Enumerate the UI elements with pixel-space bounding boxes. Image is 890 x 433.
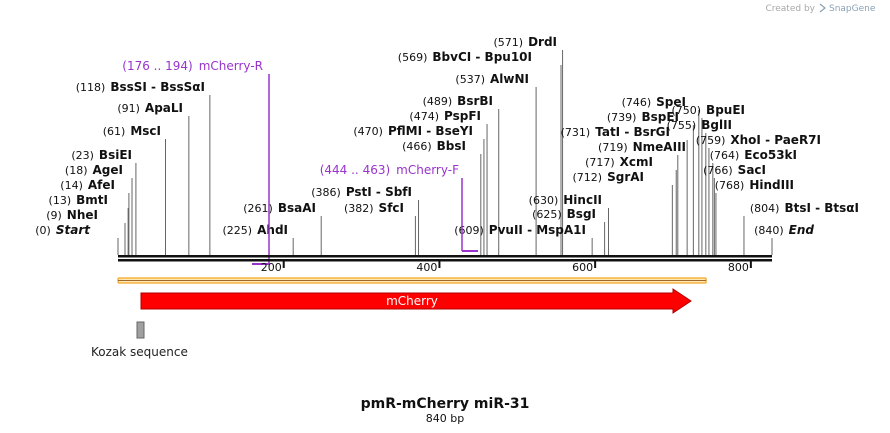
enzyme-position-psti-sbfi: (386)	[311, 186, 341, 199]
enzyme-position-bsssi-bsss-i: (118)	[76, 81, 106, 94]
enzyme-name-bspei[interactable]: BspEI	[641, 110, 679, 124]
enzyme-name-nhei[interactable]: NheI	[67, 208, 98, 222]
enzyme-position-bsaai: (261)	[243, 202, 273, 215]
enzyme-name-bbvci-bpu10i[interactable]: BbvCI - Bpu10I	[432, 50, 532, 64]
enzyme-name-psti-sbfi[interactable]: PstI - SbfI	[346, 185, 412, 199]
feature-label-mcherry: mCherry	[386, 294, 438, 308]
enzyme-position-xhoi-paer7i: (759)	[696, 134, 726, 147]
enzyme-name-tati-bsrgi[interactable]: TatI - BsrGI	[595, 125, 670, 139]
enzyme-name-bsaai[interactable]: BsaAI	[278, 201, 316, 215]
enzyme-name-bsiei[interactable]: BsiEI	[99, 148, 132, 162]
enzyme-name-spei[interactable]: SpeI	[656, 95, 686, 109]
feature-label-kozak-sequence: Kozak sequence	[91, 345, 188, 359]
enzyme-name-bsgi[interactable]: BsgI	[567, 207, 596, 221]
tick-label-200: 200	[261, 261, 282, 274]
enzyme-name-alwni[interactable]: AlwNI	[490, 72, 529, 86]
enzyme-position-xcmi: (717)	[585, 156, 615, 169]
enzyme-name-bsssi-bsss-i[interactable]: BssSI - BssSαI	[110, 80, 205, 94]
enzyme-name-msci[interactable]: MscI	[130, 124, 161, 138]
enzyme-name-bmti[interactable]: BmtI	[76, 193, 108, 207]
enzyme-name-end[interactable]: End	[789, 223, 815, 237]
enzyme-name-hincii[interactable]: HincII	[563, 193, 602, 207]
enzyme-position-bglii: (755)	[667, 119, 697, 132]
enzyme-site-lines	[117, 50, 773, 255]
enzyme-position-bbvci-bpu10i: (569)	[398, 51, 428, 64]
enzyme-name-eco53ki[interactable]: Eco53kI	[744, 148, 797, 162]
enzyme-name-xhoi-paer7i[interactable]: XhoI - PaeR7I	[730, 133, 821, 147]
tick-label-800: 800	[728, 261, 749, 274]
enzyme-position-pvuii-mspa1i: (609)	[454, 224, 484, 237]
dna-backbone-bottom	[118, 259, 772, 262]
enzyme-position-apali: (91)	[117, 102, 140, 115]
enzyme-position-bspei: (739)	[607, 111, 637, 124]
enzyme-position-spei: (746)	[622, 96, 652, 109]
enzyme-position-afei: (14)	[60, 179, 83, 192]
map-title: pmR-mCherry miR-31	[361, 396, 530, 412]
enzyme-position-nhei: (9)	[46, 209, 62, 222]
enzyme-name-bglii[interactable]: BglII	[701, 118, 732, 132]
enzyme-position-ahdi: (225)	[223, 224, 253, 237]
enzyme-site-labels: Start (0) NheI (9) BmtI (13) AfeI (14) AgeI (18) B…	[35, 35, 859, 237]
enzyme-position-start: (0)	[35, 224, 51, 237]
dna-backbone-top	[118, 255, 772, 258]
enzyme-name-pflmi-bseyi[interactable]: PflMI - BseYI	[388, 124, 473, 138]
enzyme-name-ahdi[interactable]: AhdI	[257, 223, 288, 237]
primer-range-mcherry-r: (176 .. 194)	[122, 59, 192, 73]
enzyme-position-bpuei: (750)	[671, 104, 701, 117]
snapgene-logo-icon	[819, 3, 826, 13]
enzyme-name-btsi-bts-i[interactable]: BtsI - BtsαI	[784, 201, 859, 215]
ruler-ticks: 200 400 600 800	[261, 261, 752, 274]
enzyme-position-tati-bsrgi: (731)	[561, 126, 591, 139]
enzyme-name-nmeaiii[interactable]: NmeAIII	[633, 140, 686, 154]
enzyme-name-bsrbi[interactable]: BsrBI	[457, 94, 493, 108]
enzyme-position-pspfi: (474)	[409, 110, 439, 123]
watermark-created-by: Created by	[765, 4, 815, 14]
enzyme-position-saci: (766)	[703, 164, 733, 177]
enzyme-position-bsrbi: (489)	[423, 95, 453, 108]
primer-range-mcherry-f: (444 .. 463)	[320, 163, 390, 177]
enzyme-name-sgrai[interactable]: SgrAI	[607, 170, 644, 184]
primer-name-mcherry-r[interactable]: mCherry-R	[199, 59, 263, 73]
enzyme-name-drdi[interactable]: DrdI	[528, 35, 557, 49]
enzyme-name-apali[interactable]: ApaLI	[145, 101, 183, 115]
feature-arrow-mcherry[interactable]	[140, 288, 692, 314]
map-length: 840 bp	[426, 412, 464, 425]
enzyme-position-sgrai: (712)	[573, 171, 603, 184]
enzyme-name-agei[interactable]: AgeI	[93, 163, 123, 177]
enzyme-position-end: (840)	[754, 224, 784, 237]
enzyme-position-sfci: (382)	[344, 202, 374, 215]
watermark-brand: SnapGene	[829, 4, 876, 14]
feature-box-kozak-sequence[interactable]	[136, 321, 145, 339]
enzyme-position-bsgi: (625)	[532, 208, 562, 221]
enzyme-position-btsi-bts-i: (804)	[750, 202, 780, 215]
enzyme-name-bbsi[interactable]: BbsI	[437, 139, 466, 153]
enzyme-name-saci[interactable]: SacI	[738, 163, 766, 177]
enzyme-position-bmti: (13)	[49, 194, 72, 207]
enzyme-name-afei[interactable]: AfeI	[88, 178, 115, 192]
enzyme-position-nmeaiii: (719)	[598, 141, 628, 154]
enzyme-position-eco53ki: (764)	[710, 149, 740, 162]
enzyme-position-pflmi-bseyi: (470)	[353, 125, 383, 138]
enzyme-position-hincii: (630)	[529, 194, 559, 207]
enzyme-name-sfci[interactable]: SfcI	[379, 201, 404, 215]
enzyme-position-alwni: (537)	[455, 73, 485, 86]
enzyme-name-bpuei[interactable]: BpuEI	[706, 103, 745, 117]
enzyme-name-start[interactable]: Start	[56, 223, 91, 237]
enzyme-position-bsiei: (23)	[71, 149, 94, 162]
enzyme-position-drdi: (571)	[493, 36, 523, 49]
primer-name-mcherry-f[interactable]: mCherry-F	[396, 163, 459, 177]
primer-annotations: mCherry-R (176 .. 194) mCherry-F (444 .. 46…	[122, 59, 478, 265]
tick-label-600: 600	[572, 261, 593, 274]
enzyme-name-pspfi[interactable]: PspFI	[444, 109, 481, 123]
enzyme-position-hindiii: (768)	[715, 179, 745, 192]
tick-label-400: 400	[416, 261, 437, 274]
enzyme-position-bbsi: (466)	[402, 140, 432, 153]
enzyme-name-pvuii-mspa1i[interactable]: PvuII - MspA1I	[489, 223, 586, 237]
enzyme-position-agei: (18)	[65, 164, 88, 177]
enzyme-name-xcmi[interactable]: XcmI	[620, 155, 653, 169]
enzyme-name-hindiii[interactable]: HindIII	[749, 178, 794, 192]
enzyme-position-msci: (61)	[103, 125, 126, 138]
